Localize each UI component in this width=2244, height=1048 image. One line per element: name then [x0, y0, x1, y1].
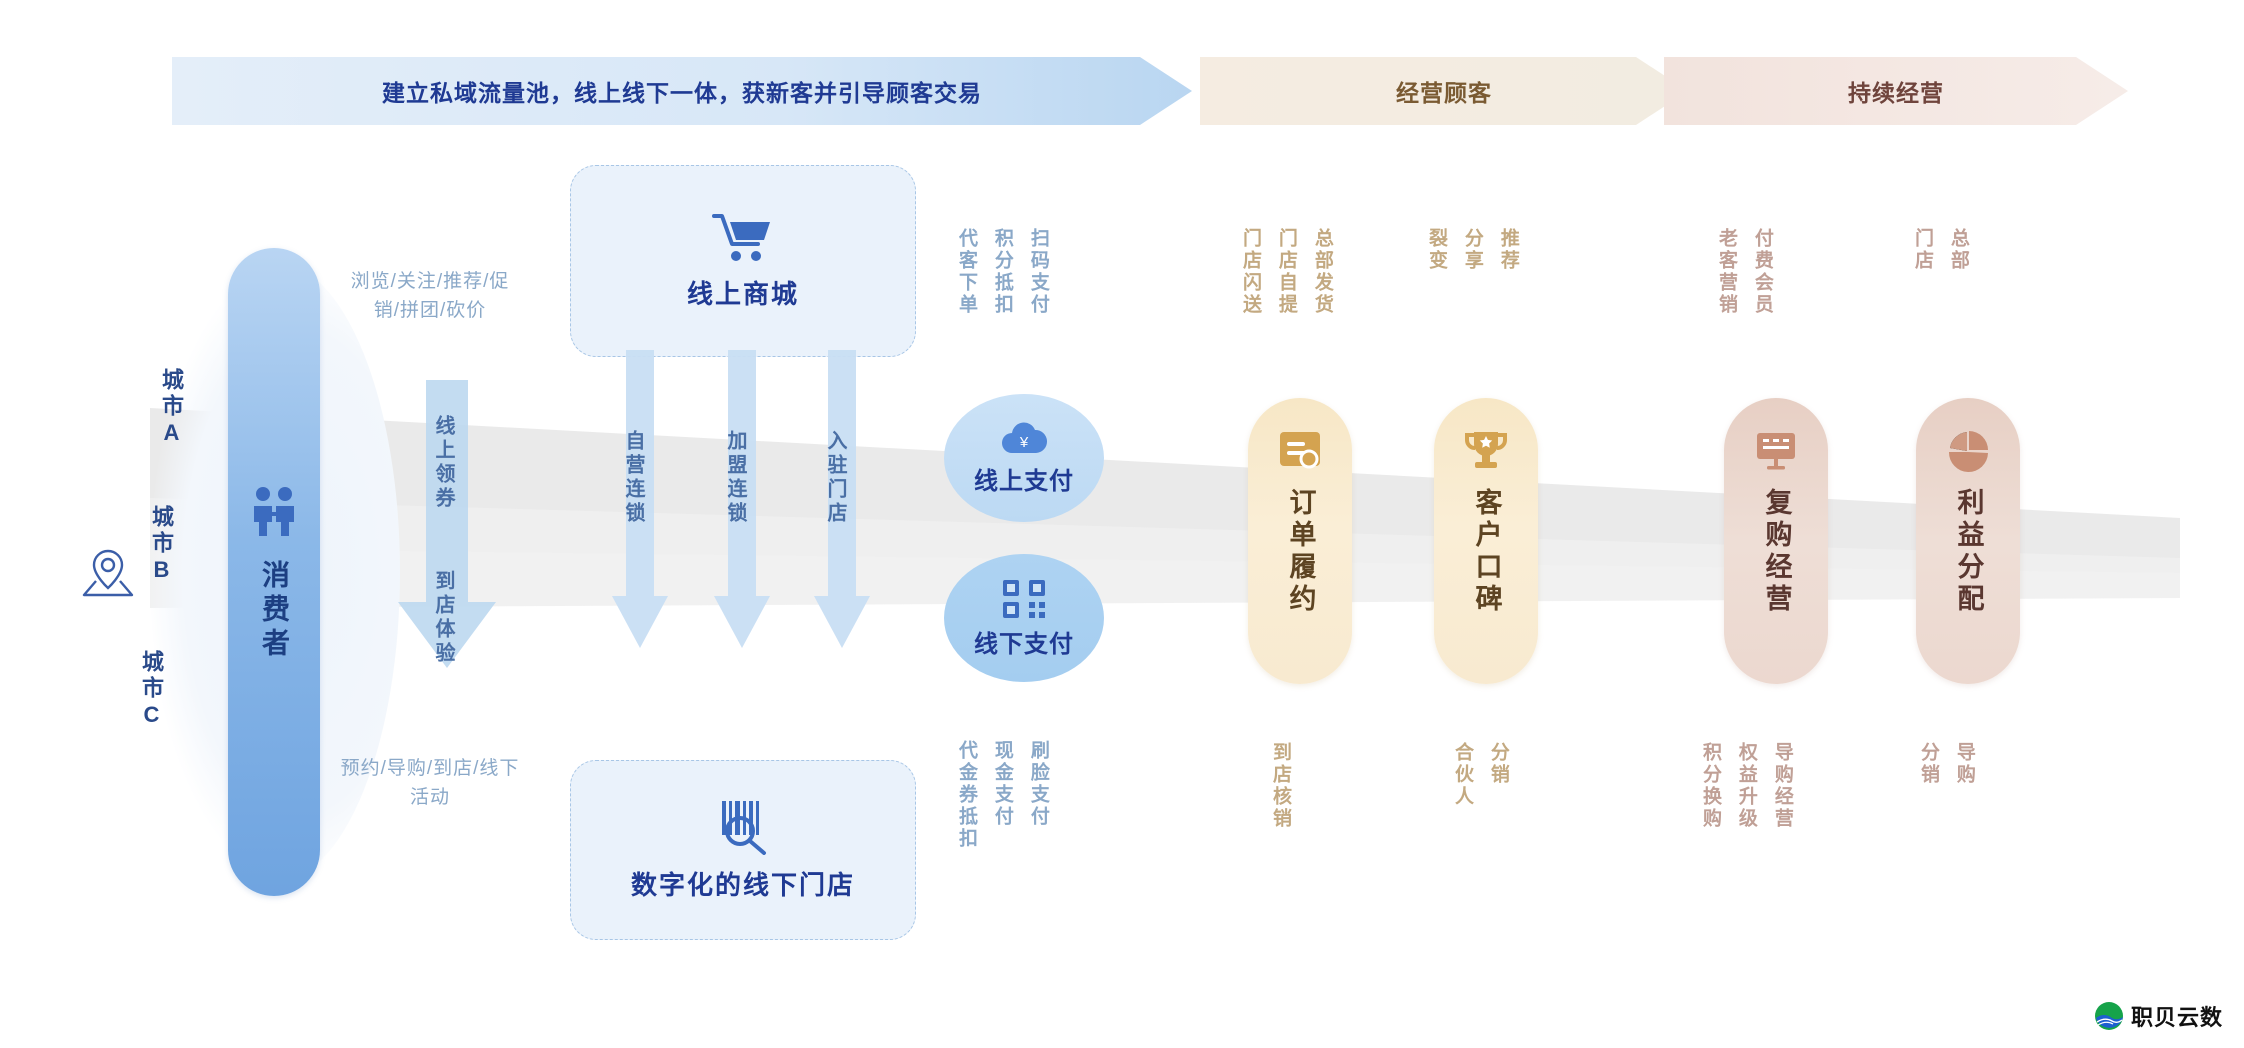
capsule-order-fulfillment-label: 订单履约 [1285, 488, 1316, 616]
channel-arrow-onboarded-store [814, 350, 870, 648]
consumer-online-path-label: 浏览/关注/推荐/促销/拼团/砍价 [350, 271, 510, 321]
phase-banner-acquire[interactable]: 建立私域流量池，线上线下一体，获新客并引导顾客交易 [172, 57, 1192, 125]
map-pin-icon [82, 549, 134, 597]
city-label-a: 城市A [159, 368, 184, 449]
tag-hq-shipping: 总部发货 [1311, 228, 1333, 316]
order-fulfillment-top-tags: 总部发货 门店自提 门店闪送 [1239, 228, 1333, 316]
offline-store-title: 数字化的线下门店 [630, 869, 855, 900]
tag-fission: 裂变 [1425, 228, 1447, 272]
online-payment-node[interactable]: ¥ 线上支付 [944, 394, 1104, 522]
order-fulfillment-bottom-tags: 到店核销 [1269, 742, 1291, 830]
channel-label-self-operated: 自营连锁 [622, 430, 644, 526]
capsule-customer-reputation-label: 客户口碑 [1471, 488, 1502, 616]
tag-headquarters: 总部 [1947, 228, 1969, 272]
consumer-flow-arrow [398, 380, 496, 668]
payment-tag-cash-pay: 现金支付 [991, 740, 1013, 828]
phase-banner-sustain[interactable]: 持续经营 [1664, 57, 2128, 125]
channel-arrow-franchise [714, 350, 770, 648]
payment-tag-points-deduct: 积分抵扣 [991, 228, 1013, 316]
offline-store-card[interactable]: 数字化的线下门店 [570, 760, 916, 940]
tag-guide-operation: 导购经营 [1771, 742, 1793, 830]
receipt-icon [1280, 432, 1320, 469]
capsule-customer-reputation[interactable]: 客户口碑 [1434, 398, 1538, 684]
customer-reputation-top-tags: 推荐 分享 裂变 [1425, 228, 1519, 272]
repurchase-top-tags: 付费会员 老客营销 [1715, 228, 1773, 316]
profit-distribution-bottom-tags: 导购 分销 [1917, 742, 1975, 786]
payment-tag-face-pay: 刷脸支付 [1027, 740, 1049, 828]
tag-paid-member: 付费会员 [1751, 228, 1773, 316]
channel-arrow-self-operated [612, 350, 668, 648]
shopping-cart-icon [712, 213, 770, 261]
payment-tag-order-for-customer: 代客下单 [955, 228, 977, 316]
online-mall-card[interactable]: 线上商城 [570, 165, 916, 357]
phase-banner-acquire-label: 建立私域流量池，线上线下一体，获新客并引导顾客交易 [382, 80, 982, 106]
profit-distribution-top-tags: 总部 门店 [1911, 228, 1969, 272]
consumer-pill[interactable]: 消费者 [228, 248, 320, 896]
city-label-c: 城市C [139, 650, 164, 731]
phase-banner-operate[interactable]: 经营顾客 [1200, 57, 1688, 125]
channel-label-franchise: 加盟连锁 [724, 430, 746, 526]
payment-bottom-tags: 刷脸支付 现金支付 代金券抵扣 [955, 740, 1049, 850]
two-people-icon [254, 487, 294, 536]
customer-reputation-bottom-tags: 分销 合伙人 [1451, 742, 1509, 808]
tag-rights-upgrade: 权益升级 [1735, 742, 1757, 830]
capsule-repurchase-operation[interactable]: 复购经营 [1724, 398, 1828, 684]
channel-label-onboarded-store: 入驻门店 [824, 430, 846, 526]
city-label-b: 城市B [149, 505, 174, 586]
brand-logo[interactable]: 职贝云数 [2094, 1000, 2223, 1032]
capsule-order-fulfillment[interactable]: 订单履约 [1248, 398, 1352, 684]
tag-distribution: 分销 [1487, 742, 1509, 786]
phase-banner-operate-label: 经营顾客 [1396, 80, 1492, 106]
tag-old-customer-marketing: 老客营销 [1715, 228, 1737, 316]
tag-channel-distribution: 分销 [1917, 742, 1939, 786]
consumer-offline-path-label: 预约/导购/到店/线下活动 [340, 758, 520, 808]
tag-store-verification: 到店核销 [1269, 742, 1291, 830]
capsule-profit-distribution-label: 利益分配 [1953, 488, 1984, 616]
payment-top-tags: 扫码支付 积分抵扣 代客下单 [955, 228, 1049, 316]
arrow-label-online-coupon: 线上领券 [432, 415, 454, 511]
online-mall-title: 线上商城 [686, 278, 799, 309]
online-payment-title: 线上支付 [974, 467, 1074, 495]
barcode-scan-icon [722, 800, 766, 855]
arrow-label-store-experience: 到店体验 [432, 570, 454, 666]
tag-recommend: 推荐 [1497, 228, 1519, 272]
offline-payment-node[interactable]: 线下支付 [944, 554, 1104, 682]
trophy-icon [1465, 432, 1507, 468]
wave-circle-logo [2095, 1002, 2124, 1031]
payment-tag-scan-pay: 扫码支付 [1027, 228, 1049, 316]
tag-guide: 导购 [1953, 742, 1975, 786]
cloud-yuan-icon: ¥ [1002, 422, 1048, 453]
brand-logo-text: 职贝云数 [2131, 1005, 2224, 1030]
offline-payment-title: 线下支付 [974, 630, 1074, 658]
tag-partner: 合伙人 [1451, 742, 1473, 808]
pie-chart-icon [1948, 431, 1988, 472]
payment-tag-voucher-deduct: 代金券抵扣 [955, 740, 977, 850]
consumer-label: 消费者 [259, 560, 290, 662]
capsule-profit-distribution[interactable]: 利益分配 [1916, 398, 2020, 684]
tag-store-pickup: 门店自提 [1275, 228, 1297, 316]
billboard-icon [1757, 433, 1795, 470]
tag-store: 门店 [1911, 228, 1933, 272]
tag-share: 分享 [1461, 228, 1483, 272]
phase-banner-sustain-label: 持续经营 [1848, 80, 1944, 106]
svg-text:¥: ¥ [1019, 434, 1029, 451]
tag-points-exchange: 积分换购 [1699, 742, 1721, 830]
repurchase-bottom-tags: 导购经营 权益升级 积分换购 [1699, 742, 1793, 830]
capsule-repurchase-operation-label: 复购经营 [1761, 488, 1792, 616]
tag-store-flash-delivery: 门店闪送 [1239, 228, 1261, 316]
qr-code-icon [1003, 579, 1045, 618]
